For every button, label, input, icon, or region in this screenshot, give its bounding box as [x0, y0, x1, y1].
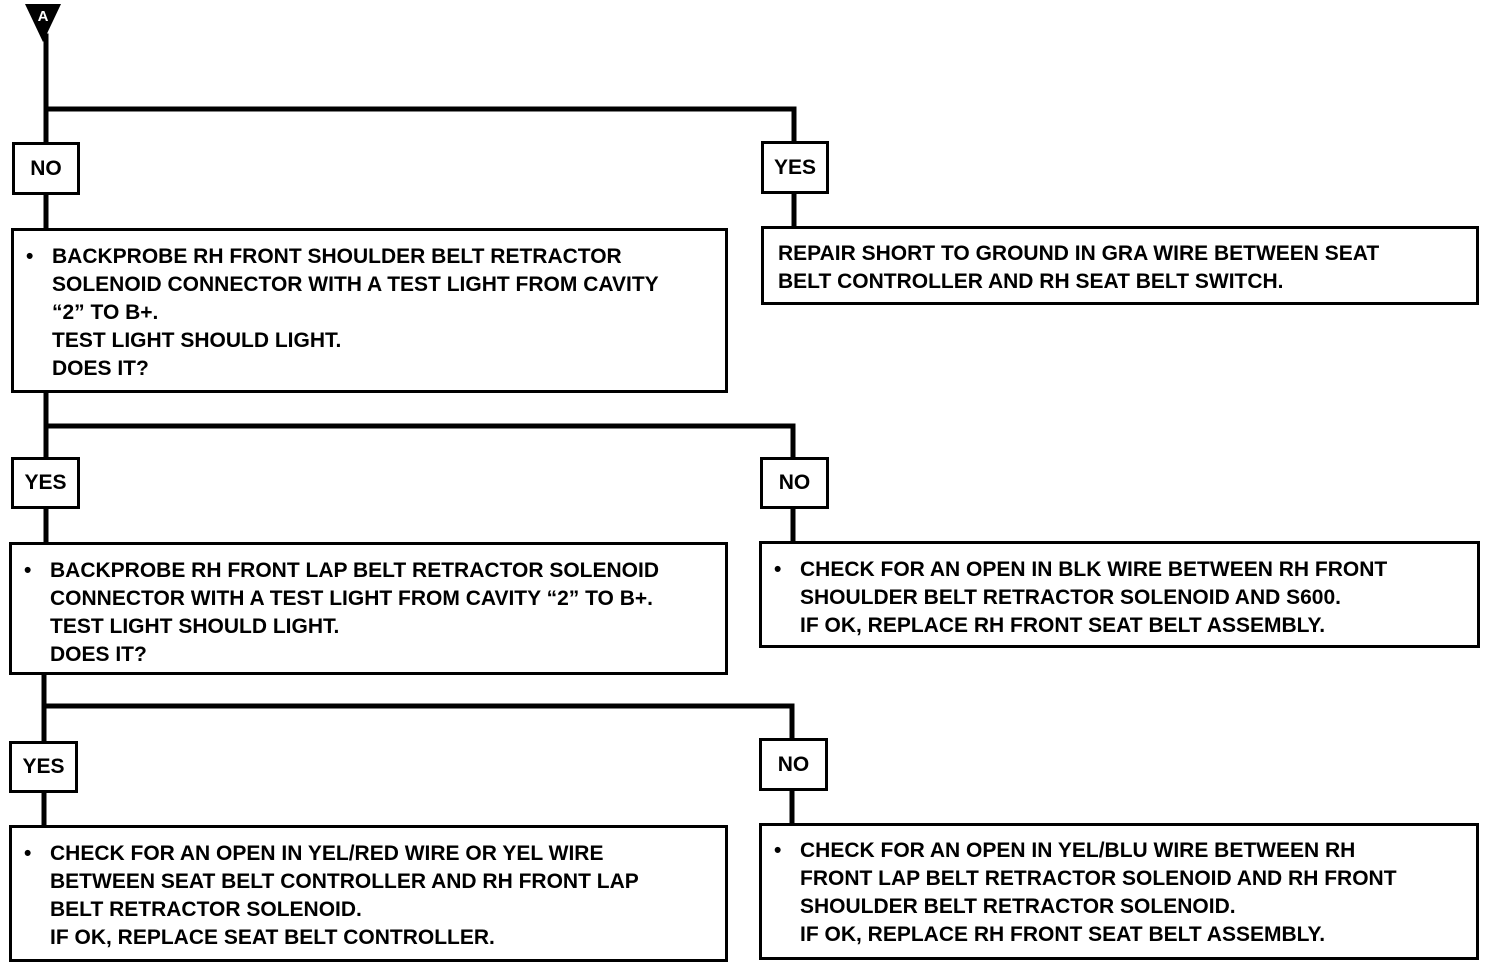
step-text-line: IF OK, REPLACE RH FRONT SEAT BELT ASSEMB… — [800, 923, 1326, 946]
step-text-line: FRONT LAP BELT RETRACTOR SOLENOID AND RH… — [800, 867, 1397, 890]
step-text-line: BELT CONTROLLER AND RH SEAT BELT SWITCH. — [778, 270, 1284, 293]
step-check-yel-blu: CHECK FOR AN OPEN IN YEL/BLU WIRE BETWEE… — [759, 823, 1479, 960]
step-text-line: “2” TO B+. — [52, 301, 159, 324]
connector-triangle — [25, 4, 61, 42]
step-text-line: REPAIR SHORT TO GROUND IN GRA WIRE BETWE… — [778, 242, 1380, 265]
step-text-line: CHECK FOR AN OPEN IN BLK WIRE BETWEEN RH… — [762, 556, 1477, 584]
step-text-line: IF OK, REPLACE SEAT BELT CONTROLLER. — [50, 926, 495, 949]
step-text-line: DOES IT? — [50, 643, 147, 666]
step-backprobe-shoulder: BACKPROBE RH FRONT SHOULDER BELT RETRACT… — [11, 228, 728, 393]
step-check-blk: CHECK FOR AN OPEN IN BLK WIRE BETWEEN RH… — [759, 541, 1480, 648]
step-repair-short: REPAIR SHORT TO GROUND IN GRA WIRE BETWE… — [761, 226, 1479, 305]
label-yes-3: YES — [9, 741, 78, 793]
step-text-line: CHECK FOR AN OPEN IN YEL/BLU WIRE BETWEE… — [762, 837, 1476, 865]
step-text-line: SHOULDER BELT RETRACTOR SOLENOID AND S60… — [800, 586, 1341, 609]
step-backprobe-lap: BACKPROBE RH FRONT LAP BELT RETRACTOR SO… — [9, 542, 728, 675]
label-yes-2: YES — [11, 457, 80, 509]
step-text-line: IF OK, REPLACE RH FRONT SEAT BELT ASSEMB… — [800, 614, 1326, 637]
step-text-line: TEST LIGHT SHOULD LIGHT. — [52, 329, 342, 352]
step-text-line: DOES IT? — [52, 357, 149, 380]
label-no-1: NO — [12, 142, 80, 195]
step-check-yel-red: CHECK FOR AN OPEN IN YEL/RED WIRE OR YEL… — [9, 825, 728, 962]
step-text-line: SHOULDER BELT RETRACTOR SOLENOID. — [800, 895, 1236, 918]
label-yes-1: YES — [761, 141, 829, 194]
step-text-line: SOLENOID CONNECTOR WITH A TEST LIGHT FRO… — [52, 273, 659, 296]
step-text-line: TEST LIGHT SHOULD LIGHT. — [50, 615, 340, 638]
step-text-line: BACKPROBE RH FRONT LAP BELT RETRACTOR SO… — [12, 557, 725, 585]
step-text-line: BETWEEN SEAT BELT CONTROLLER AND RH FRON… — [50, 870, 639, 893]
label-no-2: NO — [760, 457, 829, 509]
step-text-line: CHECK FOR AN OPEN IN YEL/RED WIRE OR YEL… — [12, 840, 725, 868]
step-text-line: BELT RETRACTOR SOLENOID. — [50, 898, 362, 921]
step-text-line: BACKPROBE RH FRONT SHOULDER BELT RETRACT… — [14, 243, 725, 271]
connector-letter: A — [37, 8, 49, 25]
label-no-3: NO — [759, 738, 828, 791]
step-text-line: CONNECTOR WITH A TEST LIGHT FROM CAVITY … — [50, 587, 653, 610]
